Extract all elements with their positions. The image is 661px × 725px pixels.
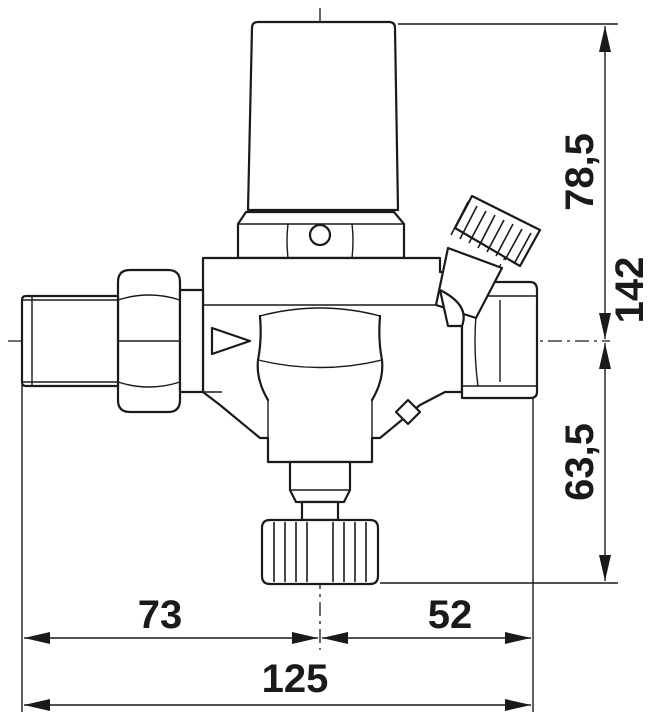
filter-bowl [246, 20, 400, 212]
horizontal-dimensions [24, 632, 531, 711]
dim-width-right: 52 [428, 593, 473, 637]
upper-hex-nut [236, 210, 406, 260]
inlet-union-nut [116, 268, 205, 414]
dim-width-left: 73 [138, 593, 183, 637]
valve-body [201, 256, 464, 464]
dim-height-total: 142 [608, 257, 652, 324]
dim-height-top: 78,5 [558, 133, 602, 211]
side-plug [394, 398, 422, 426]
adjusting-knob [260, 460, 380, 586]
vertical-dimensions [599, 26, 611, 581]
inlet-connection [20, 294, 120, 388]
flow-arrow-icon [210, 326, 252, 356]
extension-lines [21, 23, 618, 712]
gauge-port-circle [308, 223, 332, 247]
dim-height-bottom: 63,5 [558, 423, 602, 501]
dim-width-total: 125 [262, 657, 329, 701]
filling-spout [434, 194, 542, 328]
